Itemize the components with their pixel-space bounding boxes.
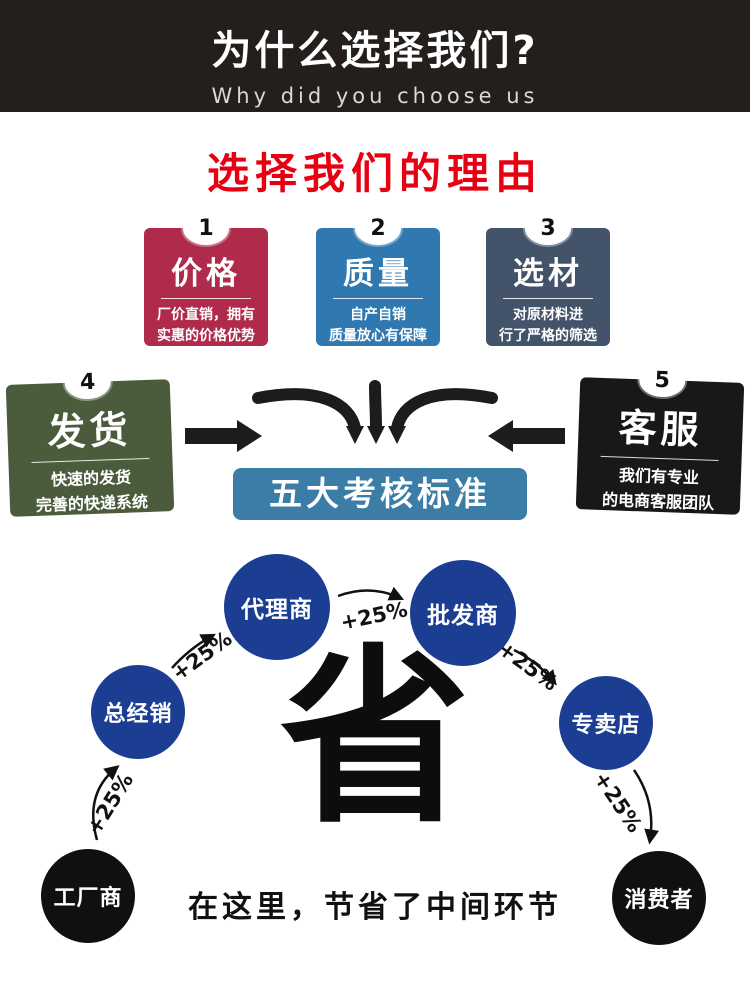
card-desc: 厂价直销，拥有 实惠的价格优势 xyxy=(144,305,268,347)
card-title: 价格 xyxy=(171,256,241,292)
card-desc-line2: 行了严格的筛选 xyxy=(499,328,597,344)
number-badge: 4 xyxy=(64,365,112,400)
card-title: 发货 xyxy=(46,407,133,455)
arrowhead-icon xyxy=(388,426,406,444)
number-badge: 1 xyxy=(183,212,229,245)
card-desc-line2: 完善的快递系统 xyxy=(35,491,149,515)
chain-node-store: 专卖店 xyxy=(559,676,653,770)
number-badge: 3 xyxy=(525,212,571,245)
card-desc: 快速的发货 完善的快递系统 xyxy=(9,464,175,519)
reason-card-quality: 2 质量 自产自销 质量放心有保障 xyxy=(316,212,440,347)
chain-caption: 在这里，节省了中间环节 xyxy=(188,890,562,925)
reason-card-material: 3 选材 对原材料进 行了严格的筛选 xyxy=(486,212,610,347)
arrow-agent-wholesaler xyxy=(337,586,405,601)
save-character: 省 xyxy=(279,628,470,849)
node-label: 批发商 xyxy=(427,603,499,629)
card-divider xyxy=(31,457,150,464)
page-title: 为什么选择我们? xyxy=(211,28,539,74)
chain-node-factory: 工厂商 xyxy=(41,849,135,943)
card-divider xyxy=(503,298,593,299)
left-arrow-icon xyxy=(185,420,262,452)
card-desc-line2: 质量放心有保障 xyxy=(329,328,427,344)
node-label: 工厂商 xyxy=(53,886,123,911)
number-badge: 5 xyxy=(638,363,686,398)
right-arrow-icon xyxy=(488,420,565,452)
card-desc-line1: 厂价直销，拥有 xyxy=(157,307,255,323)
page-subtitle: Why did you choose us xyxy=(211,84,539,108)
curved-arrow-middle-icon xyxy=(369,380,382,434)
arrowhead-icon xyxy=(346,426,364,444)
card-divider xyxy=(161,298,251,299)
section-title: 选择我们的理由 xyxy=(206,149,543,198)
chain-node-agent: 代理商 xyxy=(224,554,330,660)
card-divider xyxy=(333,298,423,299)
card-divider xyxy=(600,455,719,462)
card-desc-line2: 的电商客服团队 xyxy=(601,489,715,513)
node-label: 消费者 xyxy=(624,888,694,913)
header-banner: 为什么选择我们? Why did you choose us xyxy=(0,0,750,112)
card-desc: 我们有专业 的电商客服团队 xyxy=(576,462,742,517)
card-desc-line1: 自产自销 xyxy=(350,307,406,323)
reason-card-service: 5 客服 我们有专业 的电商客服团队 xyxy=(575,363,745,517)
arrowhead-icon xyxy=(367,426,385,444)
curved-arrow-right-icon xyxy=(391,388,498,434)
node-label: 专卖店 xyxy=(571,713,641,738)
chain-node-consumer: 消费者 xyxy=(612,851,706,945)
card-desc-line2: 实惠的价格优势 xyxy=(157,328,255,344)
card-title: 客服 xyxy=(617,405,704,453)
chain-node-wholesaler: 批发商 xyxy=(410,560,516,666)
chain-node-distributor: 总经销 xyxy=(91,665,185,759)
curved-arrow-left-icon xyxy=(252,388,361,434)
card-desc-line1: 对原材料进 xyxy=(513,307,583,323)
standards-banner: 五大考核标准 xyxy=(233,468,527,520)
number-badge: 2 xyxy=(355,212,401,245)
node-label: 总经销 xyxy=(103,702,173,727)
card-desc: 自产自销 质量放心有保障 xyxy=(316,305,440,347)
card-title: 选材 xyxy=(513,256,583,292)
card-desc: 对原材料进 行了严格的筛选 xyxy=(486,305,610,347)
chain-diagram: 省 工厂商 总经销 代理商 批发商 专卖店 消费者 +25% +25% +25%… xyxy=(0,522,750,983)
card-title: 质量 xyxy=(343,256,413,292)
node-label: 代理商 xyxy=(241,597,313,623)
reason-card-price: 1 价格 厂价直销，拥有 实惠的价格优势 xyxy=(144,212,268,347)
reason-card-shipping: 4 发货 快速的发货 完善的快递系统 xyxy=(5,365,175,519)
